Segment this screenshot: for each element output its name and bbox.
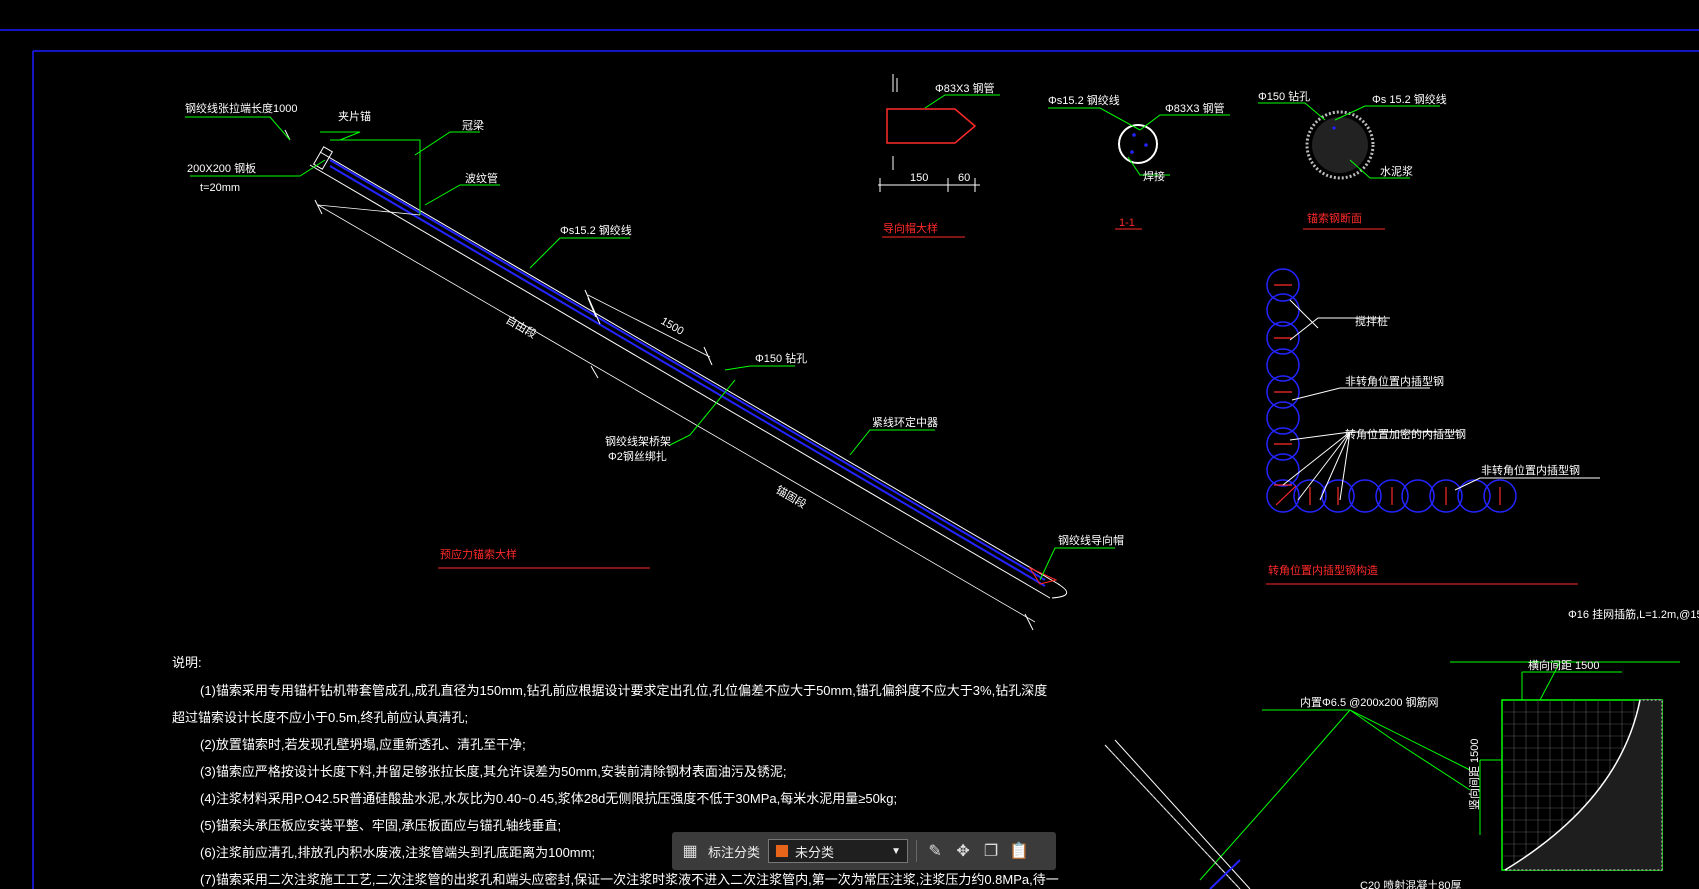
annotation-toolbar: ▦ 标注分类 未分类 ▼ ✎ ✥ ❐ 📋 <box>672 832 1056 870</box>
svg-text:竖向间距 1500: 竖向间距 1500 <box>1467 738 1481 810</box>
svg-text:钢绞线导向帽: 钢绞线导向帽 <box>1058 533 1124 547</box>
paste-icon[interactable]: 📋 <box>1009 843 1029 860</box>
note-1a: (1)锚索采用专用锚杆钻机带套管成孔,成孔直径为150mm,钻孔前应根据设计要求… <box>200 683 1048 698</box>
svg-text:Φ16 挂网插筋,L=1.2m,@1500: Φ16 挂网插筋,L=1.2m,@1500 <box>1568 607 1699 621</box>
note-4: (4)注浆材料采用P.O42.5R普通硅酸盐水泥,水灰比为0.40~0.45,浆… <box>200 791 898 806</box>
svg-text:横向间距 1500: 横向间距 1500 <box>1528 658 1600 672</box>
svg-text:水泥浆: 水泥浆 <box>1380 164 1413 178</box>
svg-text:Φs15.2 钢绞线: Φs15.2 钢绞线 <box>1048 93 1120 107</box>
svg-text:焊接: 焊接 <box>1143 169 1165 183</box>
category-selected: 未分类 <box>795 844 835 860</box>
svg-text:Φs 15.2 钢绞线: Φs 15.2 钢绞线 <box>1372 92 1447 106</box>
move-icon[interactable]: ✥ <box>956 843 970 860</box>
note-6: (6)注浆前应清孔,排放孔内积水废液,注浆管端头到孔底距离为100mm; <box>200 845 596 860</box>
svg-text:Φ2钢丝绑扎: Φ2钢丝绑扎 <box>608 449 667 463</box>
svg-text:锚固段: 锚固段 <box>774 482 810 511</box>
toolbar-divider <box>916 840 918 862</box>
svg-text:Φ83X3 钢管: Φ83X3 钢管 <box>935 81 995 95</box>
note-2: (2)放置锚索时,若发现孔壁坍塌,应重新透孔、清孔至干净; <box>200 737 526 752</box>
note-7: (7)锚索采用二次注浆施工工艺,二次注浆管的出浆孔和端头应密封,保证一次注浆时浆… <box>200 872 1059 887</box>
grid-icon[interactable]: ▦ <box>682 843 698 860</box>
category-select[interactable]: 未分类 ▼ <box>768 839 909 863</box>
svg-text:Φs15.2 钢绞线: Φs15.2 钢绞线 <box>560 223 632 237</box>
svg-text:冠梁: 冠梁 <box>462 118 484 132</box>
svg-text:转角位置加密的内插型钢: 转角位置加密的内插型钢 <box>1345 427 1466 441</box>
corner-pile-detail: 搅拌桩 非转角位置内插型钢 转角位置加密的内插型钢 非转角位置内插型钢 转角位置… <box>1266 268 1600 585</box>
svg-text:导向帽大样: 导向帽大样 <box>883 221 938 235</box>
svg-text:1-1: 1-1 <box>1119 217 1135 229</box>
svg-text:钢绞线张拉端长度1000: 钢绞线张拉端长度1000 <box>185 101 297 115</box>
svg-text:钢绞线架桥架: 钢绞线架桥架 <box>605 434 671 448</box>
svg-text:搅拌桩: 搅拌桩 <box>1355 314 1388 328</box>
note-1b: 超过锚索设计长度不应小于0.5m,终孔前应认真清孔; <box>172 710 469 725</box>
svg-text:非转角位置内插型钢: 非转角位置内插型钢 <box>1481 463 1580 477</box>
anchor-section: Φ150 钻孔 Φs 15.2 钢绞线 水泥浆 锚索钢断面 <box>1258 89 1447 230</box>
svg-text:Φ150 钻孔: Φ150 钻孔 <box>1258 89 1310 103</box>
svg-text:锚索钢断面: 锚索钢断面 <box>1307 211 1362 225</box>
svg-text:自由段: 自由段 <box>504 312 540 341</box>
edit-icon[interactable]: ✎ <box>928 843 942 860</box>
chevron-down-icon: ▼ <box>891 845 902 857</box>
svg-text:Φ83X3 钢管: Φ83X3 钢管 <box>1165 101 1225 115</box>
note-5: (5)锚索头承压板应安装平整、牢固,承压板面应与锚孔轴线垂直; <box>200 818 562 833</box>
svg-text:内置Φ6.5 @200x200 钢筋网: 内置Φ6.5 @200x200 钢筋网 <box>1300 695 1439 709</box>
anchor-detail: 钢绞线张拉端长度1000 200X200 钢板 t=20mm 夹片锚 冠梁 波纹… <box>185 101 1124 631</box>
svg-text:紧线环定中器: 紧线环定中器 <box>872 415 938 429</box>
svg-text:Φ150 钻孔: Φ150 钻孔 <box>755 351 807 365</box>
category-color-swatch <box>775 844 790 858</box>
svg-text:60: 60 <box>958 172 970 184</box>
guide-cap-detail: Φ83X3 钢管 150 60 导向帽大样 <box>878 74 1000 238</box>
svg-text:C20 喷射混凝土80厚: C20 喷射混凝土80厚 <box>1360 878 1461 889</box>
notes-heading: 说明: <box>172 655 202 670</box>
svg-text:150: 150 <box>910 172 928 184</box>
section-1-1: Φs15.2 钢绞线 Φ83X3 钢管 焊接 1-1 <box>1048 93 1230 230</box>
main-title: 预应力锚索大样 <box>440 547 517 561</box>
svg-text:t=20mm: t=20mm <box>200 182 240 194</box>
toolbar-label: 标注分类 <box>708 844 761 860</box>
svg-text:1500: 1500 <box>659 315 686 338</box>
svg-text:夹片锚: 夹片锚 <box>338 109 371 123</box>
corner-title: 转角位置内插型钢构造 <box>1268 563 1378 577</box>
svg-text:非转角位置内插型钢: 非转角位置内插型钢 <box>1345 374 1444 388</box>
note-3: (3)锚索应严格按设计长度下料,并留足够张拉长度,其允许误差为50mm,安装前清… <box>200 764 787 779</box>
copy-icon[interactable]: ❐ <box>983 843 999 860</box>
mesh-detail: Φ16 挂网插筋,L=1.2m,@1500 内置Φ6.5 @200x200 钢筋… <box>1104 607 1699 889</box>
svg-text:波纹管: 波纹管 <box>465 171 498 185</box>
svg-text:200X200 钢板: 200X200 钢板 <box>187 161 256 175</box>
